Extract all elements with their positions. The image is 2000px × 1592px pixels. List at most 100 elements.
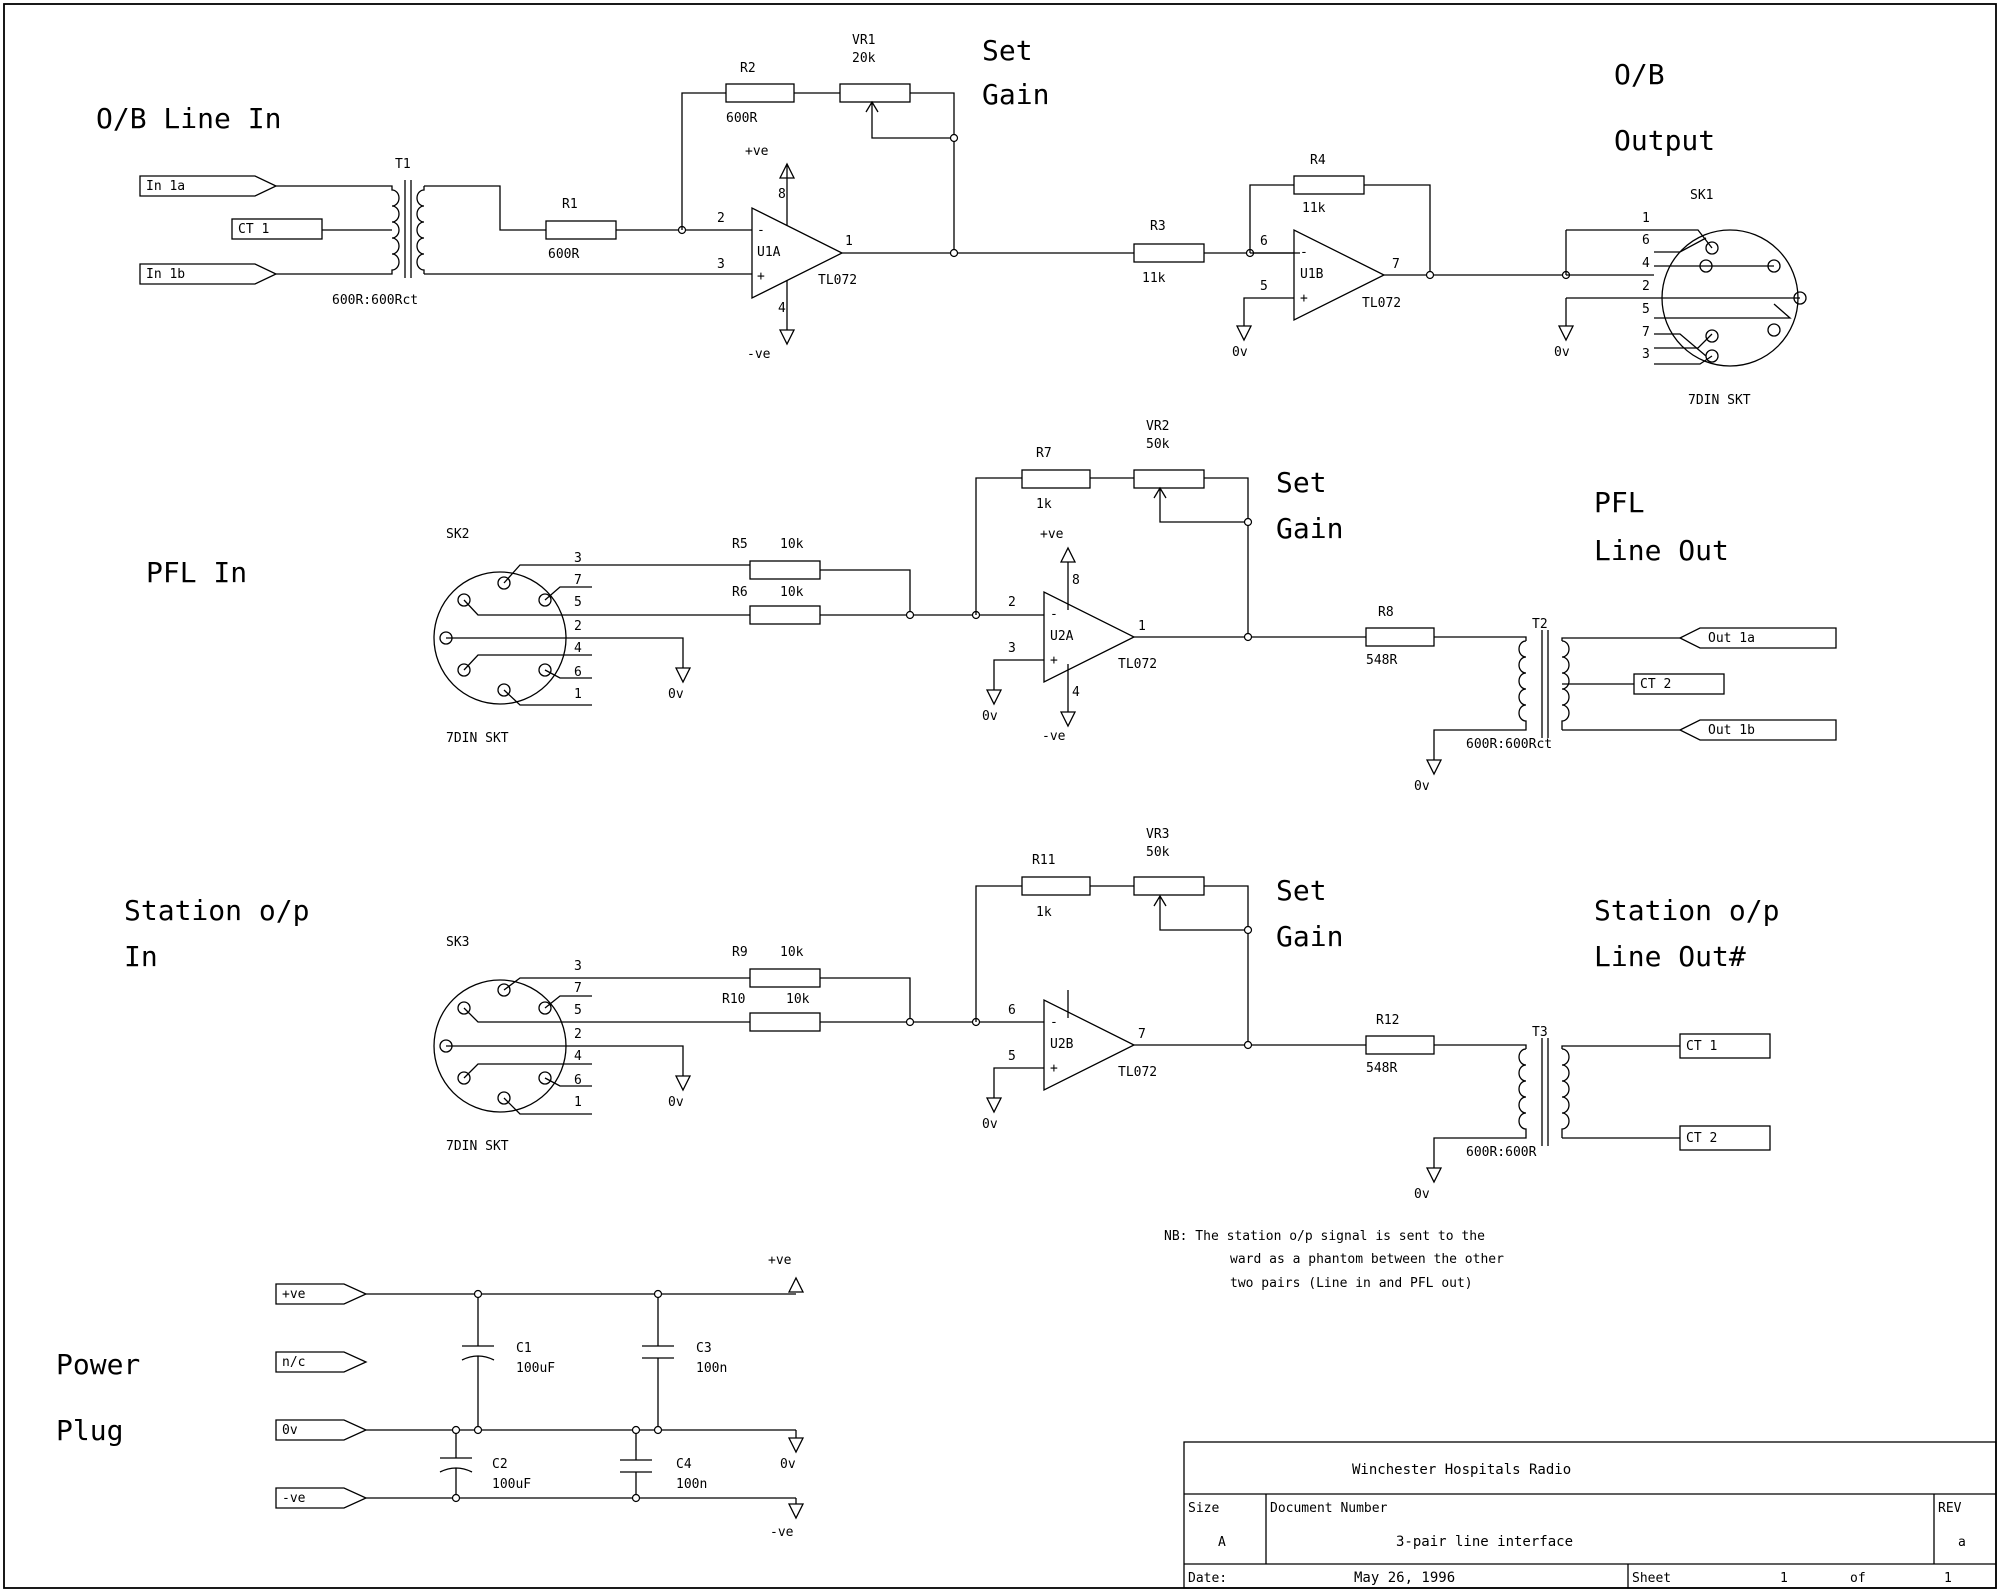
svg-text:6: 6 bbox=[574, 665, 582, 680]
resistor-r11: R11 1k bbox=[1021, 853, 1091, 920]
supply-pve-u1 bbox=[778, 162, 796, 179]
svg-text:REV: REV bbox=[1938, 1501, 1962, 1516]
port-in-1b: In 1b bbox=[139, 263, 278, 285]
svg-text:100uF: 100uF bbox=[516, 1361, 555, 1376]
port-st-ct1: CT 1 bbox=[1679, 1033, 1771, 1059]
svg-text:6: 6 bbox=[1260, 234, 1268, 249]
supply-pve-rail bbox=[787, 1276, 805, 1293]
port-st-ct2: CT 2 bbox=[1679, 1125, 1771, 1151]
title-set-gain-2b: Gain bbox=[1276, 512, 1343, 545]
svg-text:100n: 100n bbox=[676, 1477, 707, 1492]
port-pwr-0v: 0v bbox=[275, 1419, 368, 1441]
svg-text:U1B: U1B bbox=[1300, 267, 1324, 282]
svg-text:1k: 1k bbox=[1036, 905, 1052, 920]
svg-text:1: 1 bbox=[1780, 1571, 1788, 1586]
resistor-r8: R8 548R bbox=[1365, 605, 1435, 668]
svg-text:4: 4 bbox=[778, 301, 786, 316]
net-gnd: 0v bbox=[1414, 1187, 1430, 1202]
title-pfl-in: PFL In bbox=[146, 556, 247, 589]
svg-text:11k: 11k bbox=[1142, 271, 1166, 286]
title-ob-line-in: O/B Line In bbox=[96, 102, 281, 135]
opamp-u2a: - + U2A TL072 2 3 1 8 4 bbox=[1008, 562, 1157, 712]
ground-u2a bbox=[985, 689, 1003, 706]
capacitor-c2: C2 100uF bbox=[439, 1425, 531, 1503]
svg-text:3: 3 bbox=[1642, 347, 1650, 362]
junction bbox=[949, 133, 959, 143]
net-gnd: 0v bbox=[1414, 779, 1430, 794]
wire bbox=[1204, 885, 1249, 1044]
net-pve: +ve bbox=[1040, 527, 1064, 542]
port-pwr-pos: +ve bbox=[275, 1283, 368, 1305]
svg-text:10k: 10k bbox=[780, 945, 804, 960]
wire bbox=[975, 885, 1022, 1022]
title-pfl-line-out-2: Line Out bbox=[1594, 534, 1729, 567]
junction bbox=[949, 248, 959, 258]
svg-text:0v: 0v bbox=[282, 1423, 298, 1438]
svg-text:6: 6 bbox=[1008, 1003, 1016, 1018]
svg-text:T2: T2 bbox=[1532, 617, 1548, 632]
svg-text:R11: R11 bbox=[1032, 853, 1055, 868]
svg-text:5: 5 bbox=[1008, 1049, 1016, 1064]
svg-text:R6: R6 bbox=[732, 585, 748, 600]
port-out-1a: Out 1a bbox=[1678, 627, 1837, 649]
svg-text:+: + bbox=[1050, 653, 1058, 668]
ground-sk2 bbox=[674, 667, 692, 684]
svg-text:Document Number: Document Number bbox=[1270, 1501, 1388, 1516]
title-set-gain-3b: Gain bbox=[1276, 920, 1343, 953]
ground-rail bbox=[787, 1437, 805, 1454]
svg-text:10k: 10k bbox=[786, 992, 810, 1007]
net-nve: -ve bbox=[747, 347, 771, 362]
capacitor-c4: C4 100n bbox=[620, 1425, 707, 1503]
svg-text:CT 2: CT 2 bbox=[1686, 1131, 1717, 1146]
title-set-gain-3a: Set bbox=[1276, 874, 1327, 907]
svg-text:50k: 50k bbox=[1146, 845, 1170, 860]
svg-text:R2: R2 bbox=[740, 61, 756, 76]
potentiometer-vr1: VR1 20k bbox=[839, 33, 954, 139]
svg-text:R10: R10 bbox=[722, 992, 745, 1007]
opamp-u1b: - + U1B TL072 6 5 7 bbox=[1260, 228, 1401, 322]
svg-text:Out 1b: Out 1b bbox=[1708, 723, 1755, 738]
svg-text:100n: 100n bbox=[696, 1361, 727, 1376]
svg-text:7: 7 bbox=[1642, 325, 1650, 340]
svg-text:U1A: U1A bbox=[757, 245, 781, 260]
svg-text:3: 3 bbox=[574, 959, 582, 974]
svg-text:a: a bbox=[1958, 1535, 1966, 1550]
svg-text:Out 1a: Out 1a bbox=[1708, 631, 1755, 646]
svg-text:600R:600R: 600R:600R bbox=[1466, 1145, 1537, 1160]
svg-text:R12: R12 bbox=[1376, 1013, 1399, 1028]
svg-text:+: + bbox=[757, 269, 765, 284]
resistor-r5: R5 10k bbox=[732, 537, 821, 580]
resistor-r9: R9 10k bbox=[732, 945, 821, 988]
svg-text:CT 2: CT 2 bbox=[1640, 677, 1671, 692]
svg-text:7DIN SKT: 7DIN SKT bbox=[446, 1139, 509, 1154]
svg-text:CT 1: CT 1 bbox=[238, 222, 269, 237]
ground-sk1 bbox=[1557, 325, 1575, 342]
svg-text:R4: R4 bbox=[1310, 153, 1326, 168]
supply-nve-u2 bbox=[1059, 711, 1077, 728]
svg-text:T1: T1 bbox=[395, 157, 411, 172]
svg-text:1: 1 bbox=[574, 1095, 582, 1110]
svg-text:4: 4 bbox=[574, 641, 582, 656]
net-nve: -ve bbox=[1042, 729, 1066, 744]
net-gnd: 0v bbox=[982, 709, 998, 724]
wire bbox=[975, 477, 1022, 615]
svg-text:R9: R9 bbox=[732, 945, 748, 960]
svg-text:CT 1: CT 1 bbox=[1686, 1039, 1717, 1054]
svg-text:7: 7 bbox=[1392, 257, 1400, 272]
svg-text:2: 2 bbox=[1008, 595, 1016, 610]
svg-text:C4: C4 bbox=[676, 1457, 692, 1472]
supply-pve-u2 bbox=[1059, 546, 1077, 563]
svg-text:4: 4 bbox=[1642, 256, 1650, 271]
supply-nve-rail bbox=[787, 1503, 805, 1520]
svg-text:1: 1 bbox=[845, 234, 853, 249]
svg-text:R3: R3 bbox=[1150, 219, 1166, 234]
wire bbox=[910, 92, 955, 252]
resistor-r7: R7 1k bbox=[1021, 446, 1091, 512]
svg-text:Sheet: Sheet bbox=[1632, 1571, 1671, 1586]
resistor-r12: R12 548R bbox=[1365, 1013, 1435, 1076]
svg-text:+: + bbox=[1300, 291, 1308, 306]
net-pve: +ve bbox=[745, 144, 769, 159]
wire bbox=[1249, 184, 1294, 253]
svg-text:2: 2 bbox=[1642, 279, 1650, 294]
junction bbox=[1243, 632, 1253, 642]
